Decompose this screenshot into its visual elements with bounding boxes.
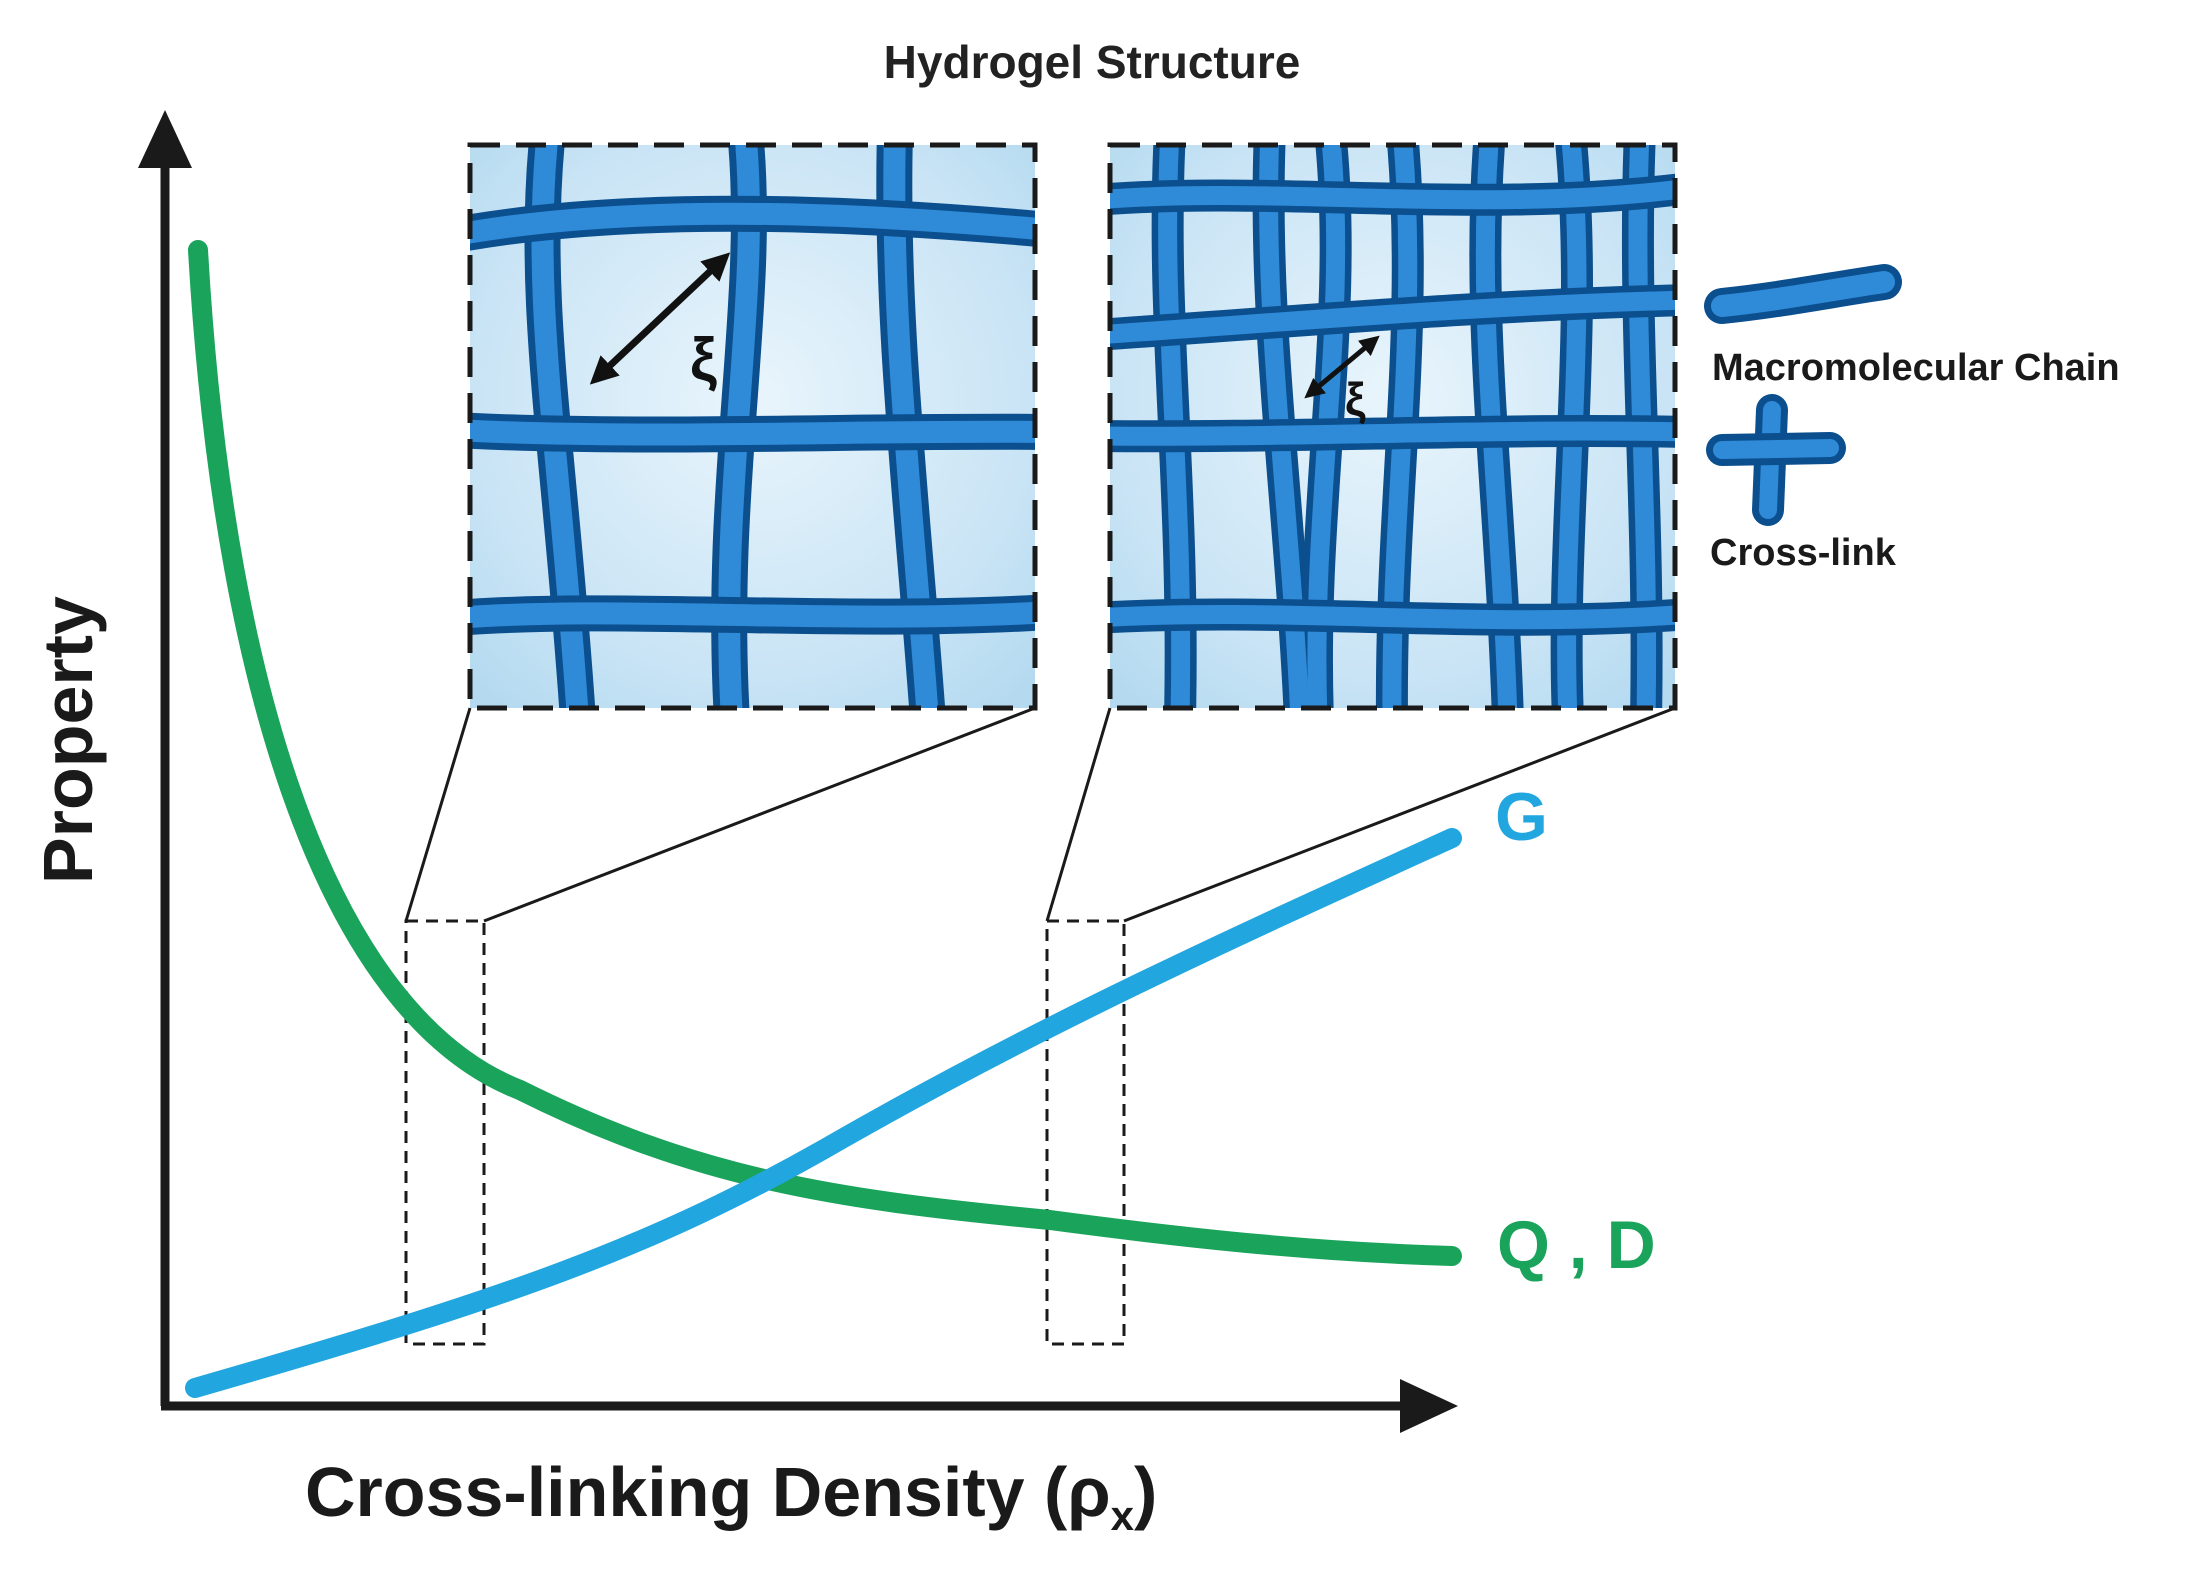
zoom-connectors xyxy=(404,706,1676,923)
y-axis-arrow-icon xyxy=(138,110,192,168)
curve-q-d-label: Q , D xyxy=(1497,1207,1656,1283)
axes xyxy=(138,110,1458,1433)
legend-chain-label: Macromolecular Chain xyxy=(1712,347,2120,389)
curve-q-d xyxy=(188,240,1462,1266)
y-axis-label: Property xyxy=(29,596,107,884)
legend: Macromolecular Chain Cross-link xyxy=(1704,264,2120,574)
x-axis-label-close: ) xyxy=(1134,1453,1157,1531)
mesh-size-label-left: ξ xyxy=(690,326,717,393)
curve-g xyxy=(185,828,1462,1398)
curve-g-label: G xyxy=(1495,779,1548,855)
mesh-size-arrow-icon xyxy=(589,252,731,385)
x-axis-label-main: Cross-linking Density (ρ xyxy=(305,1453,1111,1531)
x-axis-label-subscript: x xyxy=(1111,1492,1135,1539)
mesh-size-arrow-small-icon xyxy=(1304,335,1380,399)
cross-link-icon xyxy=(1706,394,1846,526)
selection-box-low-density xyxy=(404,919,486,1346)
mesh-size-label-right: ξ xyxy=(1345,373,1366,425)
inset-high-density: ξ xyxy=(1107,142,1678,711)
selection-box-high-density xyxy=(1045,919,1126,1346)
legend-crosslink-label: Cross-link xyxy=(1710,532,1897,574)
macromolecular-chain-icon xyxy=(1704,264,1902,324)
diagram-title: Hydrogel Structure xyxy=(884,36,1301,88)
x-axis-arrow-icon xyxy=(1400,1379,1458,1433)
inset-low-density: ξ xyxy=(467,142,1038,711)
x-axis-label: Cross-linking Density (ρx) xyxy=(305,1453,1157,1539)
